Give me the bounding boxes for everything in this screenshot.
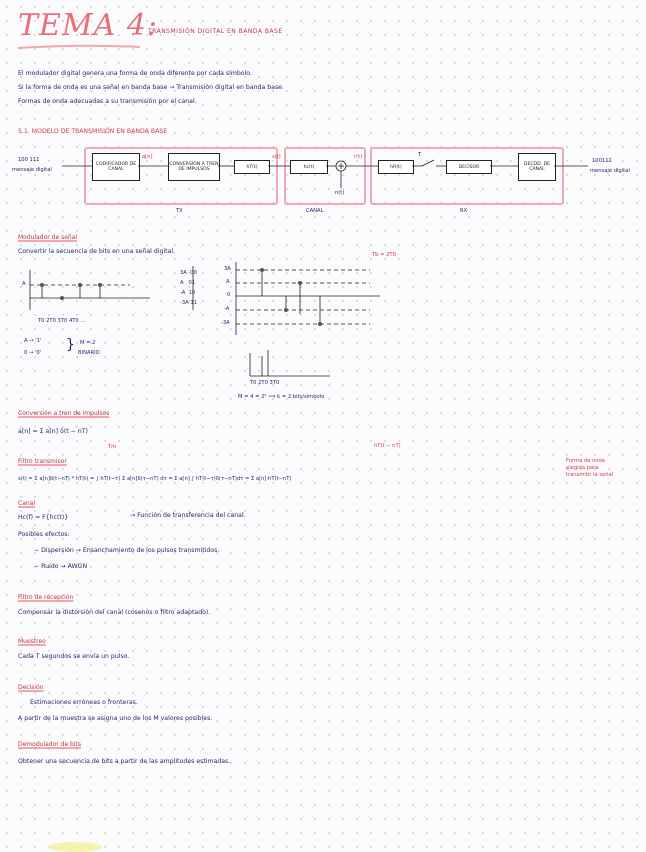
heading-canal: Canal — [18, 500, 35, 507]
decision-text-1: Estimaciones erróneas o fronteras. — [30, 699, 138, 706]
filtro-tx-side: Forma de onda elegida para transmitir la… — [566, 458, 613, 479]
filtro-tx-top: hT(t − nT) — [374, 443, 401, 449]
decision-text-2: A partir de la muestra se asigna uno de … — [18, 715, 212, 722]
demod-text: Obtener una secuencia de bits a partir d… — [18, 758, 230, 765]
canal-efecto-2: − Ruido → AWGN — [34, 563, 87, 570]
canal-formula: Hc(f) = F{hc(t)} — [18, 514, 68, 521]
heading-conversion: Conversión a tren de impulsos — [18, 410, 109, 417]
conversion-note: Tm — [108, 444, 116, 450]
heading-filtro-tx: Filtro transmisor — [18, 458, 67, 465]
muestreo-text: Cada T segundos se envía un pulso. — [18, 653, 129, 660]
level-0: 0 — [227, 292, 230, 298]
m-four-note: M = 4 = 2² ⟹ k = 2 bits/símbolo — [238, 394, 324, 400]
filtro-tx-formula: s(t) = Σ a[n]δ(t−nT) * hT(t) = ∫ hT(t−τ)… — [18, 476, 291, 482]
filtro-rx-text: Compensar la distorsión del canal (cosen… — [18, 609, 210, 616]
heading-decision: Decisión — [18, 684, 44, 691]
level-minus-3A: -3A — [221, 320, 230, 326]
highlighter-mark — [48, 842, 102, 852]
canal-arrow: → Función de transferencia del canal. — [130, 512, 246, 519]
heading-demod: Demodulador de bits — [18, 741, 81, 748]
heading-muestreo: Muestreo — [18, 638, 46, 645]
canal-efecto-1: − Dispersión → Ensanchamiento de los pul… — [34, 547, 219, 554]
impulse-xticks: T0 2T0 3T0 — [250, 380, 279, 386]
level-A: A — [226, 279, 230, 285]
level-minus-A: -A — [224, 306, 229, 312]
conversion-formula: a[n] = Σ a[n] δ(t − nT) — [18, 428, 88, 435]
canal-efectos: Posibles efectos: — [18, 531, 70, 538]
level-3A: 3A — [224, 266, 231, 272]
heading-filtro-rx: Filtro de recepción — [18, 594, 73, 601]
